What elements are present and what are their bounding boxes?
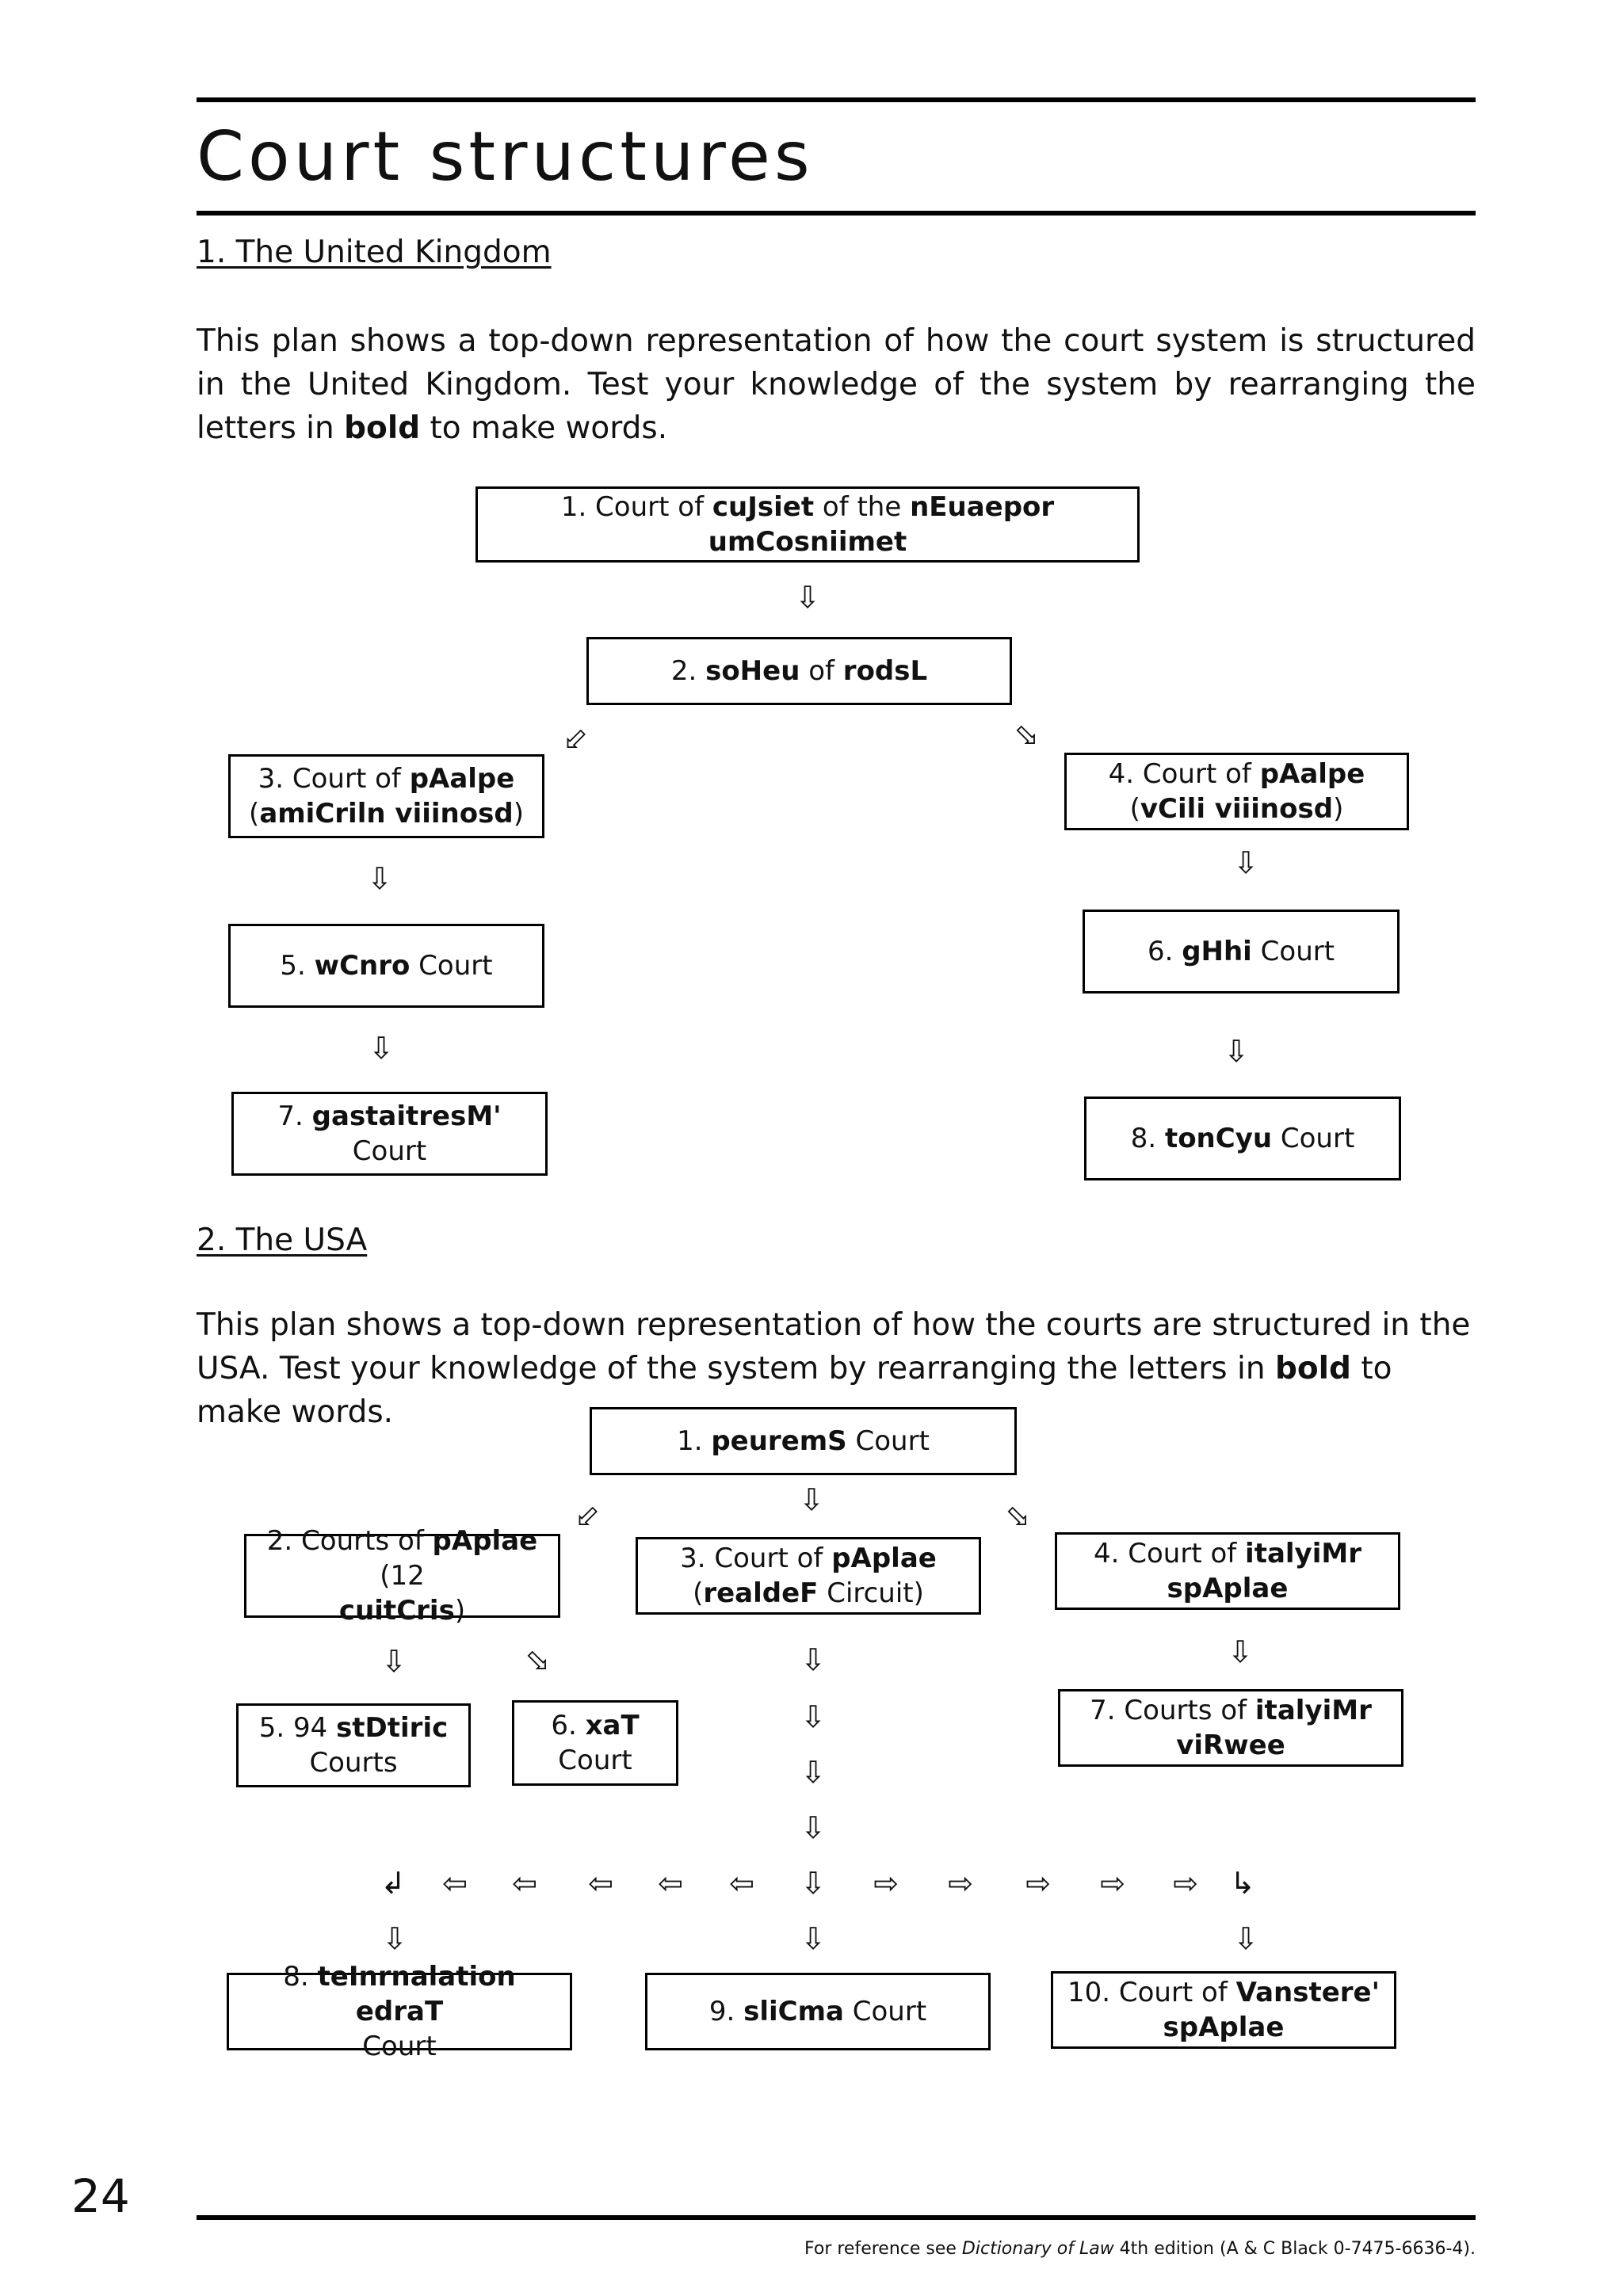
usa-box-2: 2. Courts of pAplae (12 cuitCris) [244,1525,560,1627]
uk-box-7: 7. gastaitresM' Court [231,1092,548,1176]
reference-footer: For reference see Dictionary of Law 4th … [804,2239,1476,2259]
left-arrow-icon: ⇦ [442,1866,468,1901]
down-arrow-icon: ⇩ [800,1642,826,1677]
down-arrow-icon: ⇩ [800,1699,826,1734]
down-arrow-icon: ⇩ [795,580,820,615]
uk-box-8: 8. tonCyu Court [1084,1097,1401,1180]
down-arrow-icon: ⇩ [1233,1921,1258,1956]
up-left-arrow-icon: ⬃ [563,721,588,756]
curl-right-arrow-icon: ↳ [1230,1866,1255,1901]
title-rule [197,211,1476,215]
top-rule [197,97,1476,102]
usa-box-1: 1. peuremS Court [590,1407,1017,1475]
page-number: 24 [71,2169,130,2223]
right-arrow-icon: ⇨ [1173,1866,1198,1901]
right-arrow-icon: ⇨ [873,1866,899,1901]
usa-box-3: 3. Court of pAplae(realdeF Circuit) [636,1537,981,1615]
down-right-arrow-icon: ⬂ [525,1642,550,1677]
down-arrow-icon: ⇩ [382,1921,407,1956]
down-arrow-icon: ⇩ [800,1866,826,1901]
down-arrow-icon: ⇩ [1224,1034,1249,1069]
down-arrow-icon: ⇩ [1233,845,1258,880]
down-right-arrow-icon: ⬂ [1014,717,1039,752]
down-arrow-icon: ⇩ [800,1755,826,1790]
left-arrow-icon: ⇦ [658,1866,683,1901]
down-arrow-icon: ⇩ [800,1810,826,1845]
left-arrow-icon: ⇦ [729,1866,754,1901]
uk-box-3: 3. Court of pAalpe(amiCriln viiinosd) [228,754,544,838]
usa-heading: 2. The USA [197,1222,368,1258]
page-title: Court structures [197,117,814,196]
uk-box-2: 2. soHeu of rodsL [586,637,1012,705]
uk-box-5: 5. wCnro Court [228,924,544,1008]
right-arrow-icon: ⇨ [1100,1866,1125,1901]
uk-intro: This plan shows a top-down representatio… [197,323,1476,446]
right-arrow-icon: ⇨ [948,1866,973,1901]
uk-box-1: 1. Court of cuJsiet of the nEuaepor umCo… [475,486,1140,563]
down-arrow-icon: ⇩ [800,1921,826,1956]
curl-left-arrow-icon: ↲ [380,1866,406,1901]
down-right-arrow-icon: ⬂ [1005,1498,1030,1533]
up-left-arrow-icon: ⬃ [575,1498,600,1533]
usa-intro: This plan shows a top-down representatio… [197,1307,1471,1430]
usa-box-10: 10. Court of Vanstere'spAplae [1051,1971,1396,2049]
uk-box-4: 4. Court of pAalpe(vCili viiinosd) [1064,753,1409,830]
left-arrow-icon: ⇦ [588,1866,613,1901]
down-arrow-icon: ⇩ [367,861,392,896]
down-arrow-icon: ⇩ [369,1031,394,1066]
uk-heading: 1. The United Kingdom [197,235,552,270]
left-arrow-icon: ⇦ [512,1866,537,1901]
right-arrow-icon: ⇨ [1025,1866,1051,1901]
usa-box-6: 6. xaT Court [512,1700,678,1786]
usa-box-9: 9. sliCma Court [645,1973,991,2050]
footer-rule [197,2215,1476,2220]
down-arrow-icon: ⇩ [1228,1634,1253,1669]
uk-box-6: 6. gHhi Court [1083,910,1400,994]
down-arrow-icon: ⇩ [381,1644,407,1679]
down-arrow-icon: ⇩ [799,1482,824,1517]
